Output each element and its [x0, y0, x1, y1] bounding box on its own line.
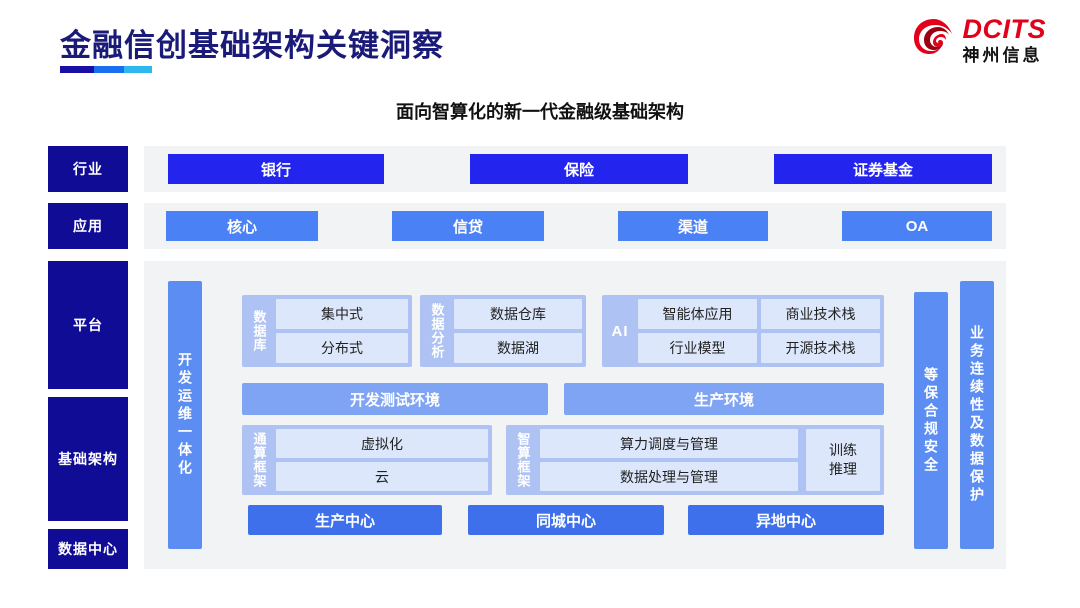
sidebar-item-application[interactable]: 应用 [48, 203, 128, 249]
group-label-general-compute-framework: 通算框架 [251, 432, 267, 488]
group-label-database: 数据库 [251, 310, 267, 352]
datacenter-bar-remote-center[interactable]: 异地中心 [688, 505, 884, 535]
dcits-swirl-logo-icon [913, 19, 952, 54]
cell-commercial-tech-stack[interactable]: 商业技术栈 [761, 299, 880, 329]
cell-data-warehouse[interactable]: 数据仓库 [454, 299, 582, 329]
environment-bar-dev-test[interactable]: 开发测试环境 [242, 383, 548, 415]
company-logo: DCITS 神州信息 [912, 16, 1047, 64]
cell-centralized[interactable]: 集中式 [276, 299, 408, 329]
cell-training-inference[interactable]: 训练 推理 [806, 429, 880, 491]
datacenter-bar-production-center[interactable]: 生产中心 [248, 505, 442, 535]
industry-chip-insurance[interactable]: 保险 [470, 154, 688, 184]
vertical-bar-business-continuity[interactable]: 业务连续性及数据保护 [960, 281, 994, 549]
industry-chip-bank[interactable]: 银行 [168, 154, 384, 184]
environment-bar-production[interactable]: 生产环境 [564, 383, 884, 415]
logo-chinese-text: 神州信息 [962, 46, 1043, 65]
group-label-intelligent-compute-framework: 智算框架 [515, 432, 531, 488]
cell-cloud[interactable]: 云 [276, 462, 488, 491]
cell-training-label: 训练 [829, 442, 857, 459]
sidebar-item-infrastructure[interactable]: 基础架构 [48, 397, 128, 521]
cell-data-lake[interactable]: 数据湖 [454, 333, 582, 363]
cell-inference-label: 推理 [829, 461, 857, 477]
logo-english-text: DCITS [962, 14, 1046, 44]
infrastructure-group-general-compute[interactable]: 通算框架 虚拟化 云 [242, 425, 492, 495]
platform-group-database[interactable]: 数据库 集中式 分布式 [242, 295, 412, 367]
industry-chip-securities-fund[interactable]: 证券基金 [774, 154, 992, 184]
cell-agent-application[interactable]: 智能体应用 [638, 299, 757, 329]
group-label-ai: AI [611, 322, 629, 340]
sidebar-item-industry[interactable]: 行业 [48, 146, 128, 192]
cell-virtualization[interactable]: 虚拟化 [276, 429, 488, 458]
application-chip-credit[interactable]: 信贷 [392, 211, 544, 241]
application-chip-channel[interactable]: 渠道 [618, 211, 768, 241]
slide-subtitle: 面向智算化的新一代金融级基础架构 [396, 102, 684, 122]
platform-group-data-analytics[interactable]: 数据分析 数据仓库 数据湖 [420, 295, 586, 367]
page-title: 金融信创基础架构关键洞察 [60, 28, 444, 63]
sidebar-item-datacenter[interactable]: 数据中心 [48, 529, 128, 569]
cell-opensource-tech-stack[interactable]: 开源技术栈 [761, 333, 880, 363]
title-accent-bar [60, 66, 152, 73]
infrastructure-group-intelligent-compute[interactable]: 智算框架 算力调度与管理 数据处理与管理 训练 推理 [506, 425, 884, 495]
slide-header: 金融信创基础架构关键洞察 DCITS 神州信息 [0, 0, 1080, 88]
platform-group-ai[interactable]: AI 智能体应用 商业技术栈 行业模型 开源技术栈 [602, 295, 884, 367]
cell-distributed[interactable]: 分布式 [276, 333, 408, 363]
vertical-bar-compliance-security[interactable]: 等保合规安全 [914, 292, 948, 549]
cell-compute-scheduling[interactable]: 算力调度与管理 [540, 429, 798, 458]
vertical-bar-devops[interactable]: 开发运维一体化 [168, 281, 202, 549]
datacenter-bar-metro-center[interactable]: 同城中心 [468, 505, 664, 535]
sidebar-item-platform[interactable]: 平台 [48, 261, 128, 389]
cell-data-processing[interactable]: 数据处理与管理 [540, 462, 798, 491]
cell-industry-model[interactable]: 行业模型 [638, 333, 757, 363]
group-label-data-analytics: 数据分析 [429, 303, 445, 359]
application-chip-oa[interactable]: OA [842, 211, 992, 241]
application-chip-core[interactable]: 核心 [166, 211, 318, 241]
